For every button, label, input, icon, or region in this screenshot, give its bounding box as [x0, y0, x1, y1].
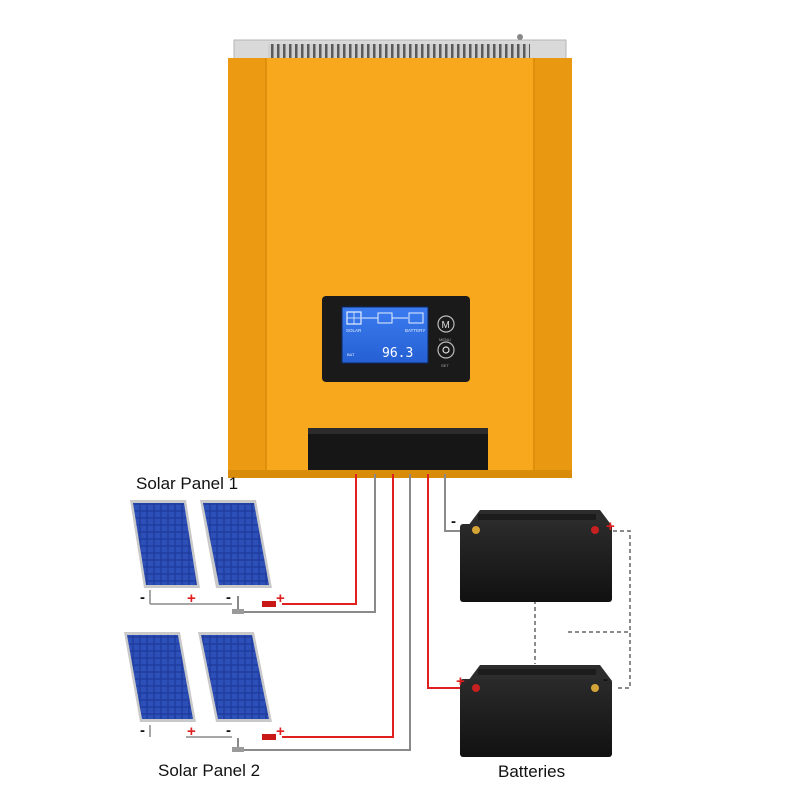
panel2-negative-wire: [237, 474, 411, 751]
panel2a-negative-marker: -: [140, 722, 145, 739]
housing-base: [228, 470, 572, 478]
solar-panel-cells: [203, 503, 269, 585]
panel2a-positive-marker: +: [187, 723, 196, 740]
top-vent: [268, 44, 530, 58]
battery-body: [460, 524, 612, 602]
battery-negative-terminal-icon: [472, 526, 480, 534]
panel1a-negative-marker: -: [140, 589, 145, 606]
housing-left-bevel: [228, 58, 266, 476]
solar-panel-group-2: [124, 632, 272, 722]
battery2-negative-marker: -: [603, 671, 608, 688]
solar-panel-cells: [133, 503, 197, 585]
battery1-negative-marker: -: [451, 513, 456, 530]
solar-panel-cells: [127, 635, 193, 719]
housing-right-bevel: [534, 58, 572, 476]
panel1b-positive-marker: +: [276, 590, 285, 607]
menu-caption: MENU: [439, 337, 451, 342]
panel2-connector: [262, 734, 276, 740]
battery-body: [460, 679, 612, 757]
terminal-cover: [308, 428, 488, 472]
lcd-screen: [341, 306, 429, 364]
lcd-bat-tag: BAT: [347, 352, 355, 357]
housing-body: [228, 58, 572, 476]
panel2b-positive-marker: +: [276, 723, 285, 740]
battery-positive-terminal-icon: [591, 526, 599, 534]
set-button[interactable]: [437, 341, 455, 359]
lcd-battery-icon: [408, 312, 424, 324]
battery-positive-wire: [427, 474, 470, 689]
panel1-connector: [262, 601, 276, 607]
panel2-neg-connector: [232, 747, 244, 752]
panel2b-negative-marker: -: [226, 722, 231, 739]
set-caption: SET: [441, 363, 449, 368]
set-button-dot-icon: [442, 346, 450, 354]
battery-top: [460, 510, 612, 602]
panel1-positive-wire: [282, 474, 357, 605]
solar-panel-2-label: Solar Panel 2: [158, 761, 261, 780]
lcd-reading: 96.3: [382, 346, 413, 361]
battery-series-link: [613, 530, 631, 689]
panel1a-positive-marker: +: [187, 590, 196, 607]
screw-icon: [517, 34, 523, 40]
panel1b-negative-marker: -: [226, 589, 231, 606]
panel1-negative-wire: [237, 474, 376, 613]
battery-negative-wire: [444, 474, 464, 532]
lcd-battery-tag: BATTERY: [405, 328, 425, 333]
battery1-positive-marker: +: [606, 518, 615, 535]
menu-button[interactable]: [437, 315, 455, 333]
lcd-solar-tag: SOLAR: [346, 328, 362, 333]
battery-positive-terminal-icon: [472, 684, 480, 692]
batteries-label: Batteries: [498, 762, 566, 781]
charge-controller: SOLAR BATTERY BAT 96.3 M MENU SET: [228, 34, 572, 478]
panel1-neg-connector: [232, 609, 244, 614]
solar-panel-group-1: [130, 500, 272, 588]
solar-panel-1-label: Solar Panel 1: [136, 474, 239, 493]
battery2-positive-marker: +: [456, 673, 465, 690]
battery-bottom: [460, 665, 612, 757]
battery-negative-terminal-icon: [591, 684, 599, 692]
panel2-positive-wire: [282, 474, 394, 738]
wiring: [149, 474, 631, 751]
menu-button-glyph: M: [442, 320, 450, 331]
solar-panel-cells: [201, 635, 269, 719]
